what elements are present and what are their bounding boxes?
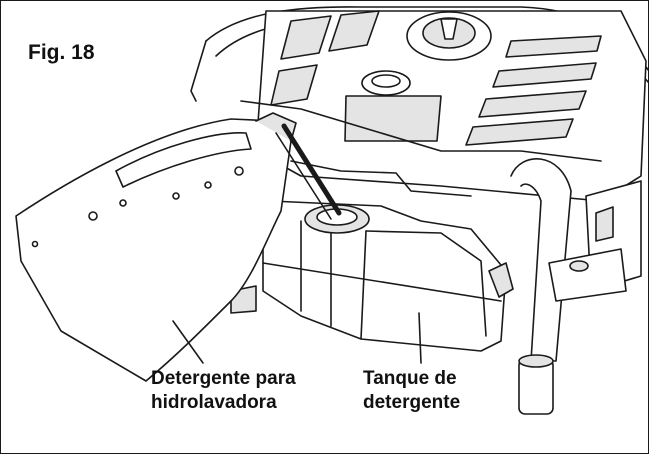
control-panel	[240, 10, 647, 202]
callout-detergent-line1: Detergente para	[151, 368, 296, 389]
detergent-bottle	[15, 112, 342, 382]
callout-tank: Tanque de detergente	[363, 367, 460, 415]
figure-number: Fig. 18	[28, 41, 95, 64]
callout-tank-line1: Tanque de	[363, 368, 457, 389]
handle-tube	[510, 158, 572, 415]
callout-detergent: Detergente para hidrolavadora	[151, 367, 296, 415]
leader-line-tank	[418, 312, 422, 364]
leader-line-detergent	[172, 320, 204, 364]
callout-tank-line2: detergente	[363, 392, 461, 413]
side-latch	[548, 180, 642, 302]
callout-detergent-line2: hidrolavadora	[151, 392, 277, 413]
detergent-tank	[230, 200, 514, 352]
